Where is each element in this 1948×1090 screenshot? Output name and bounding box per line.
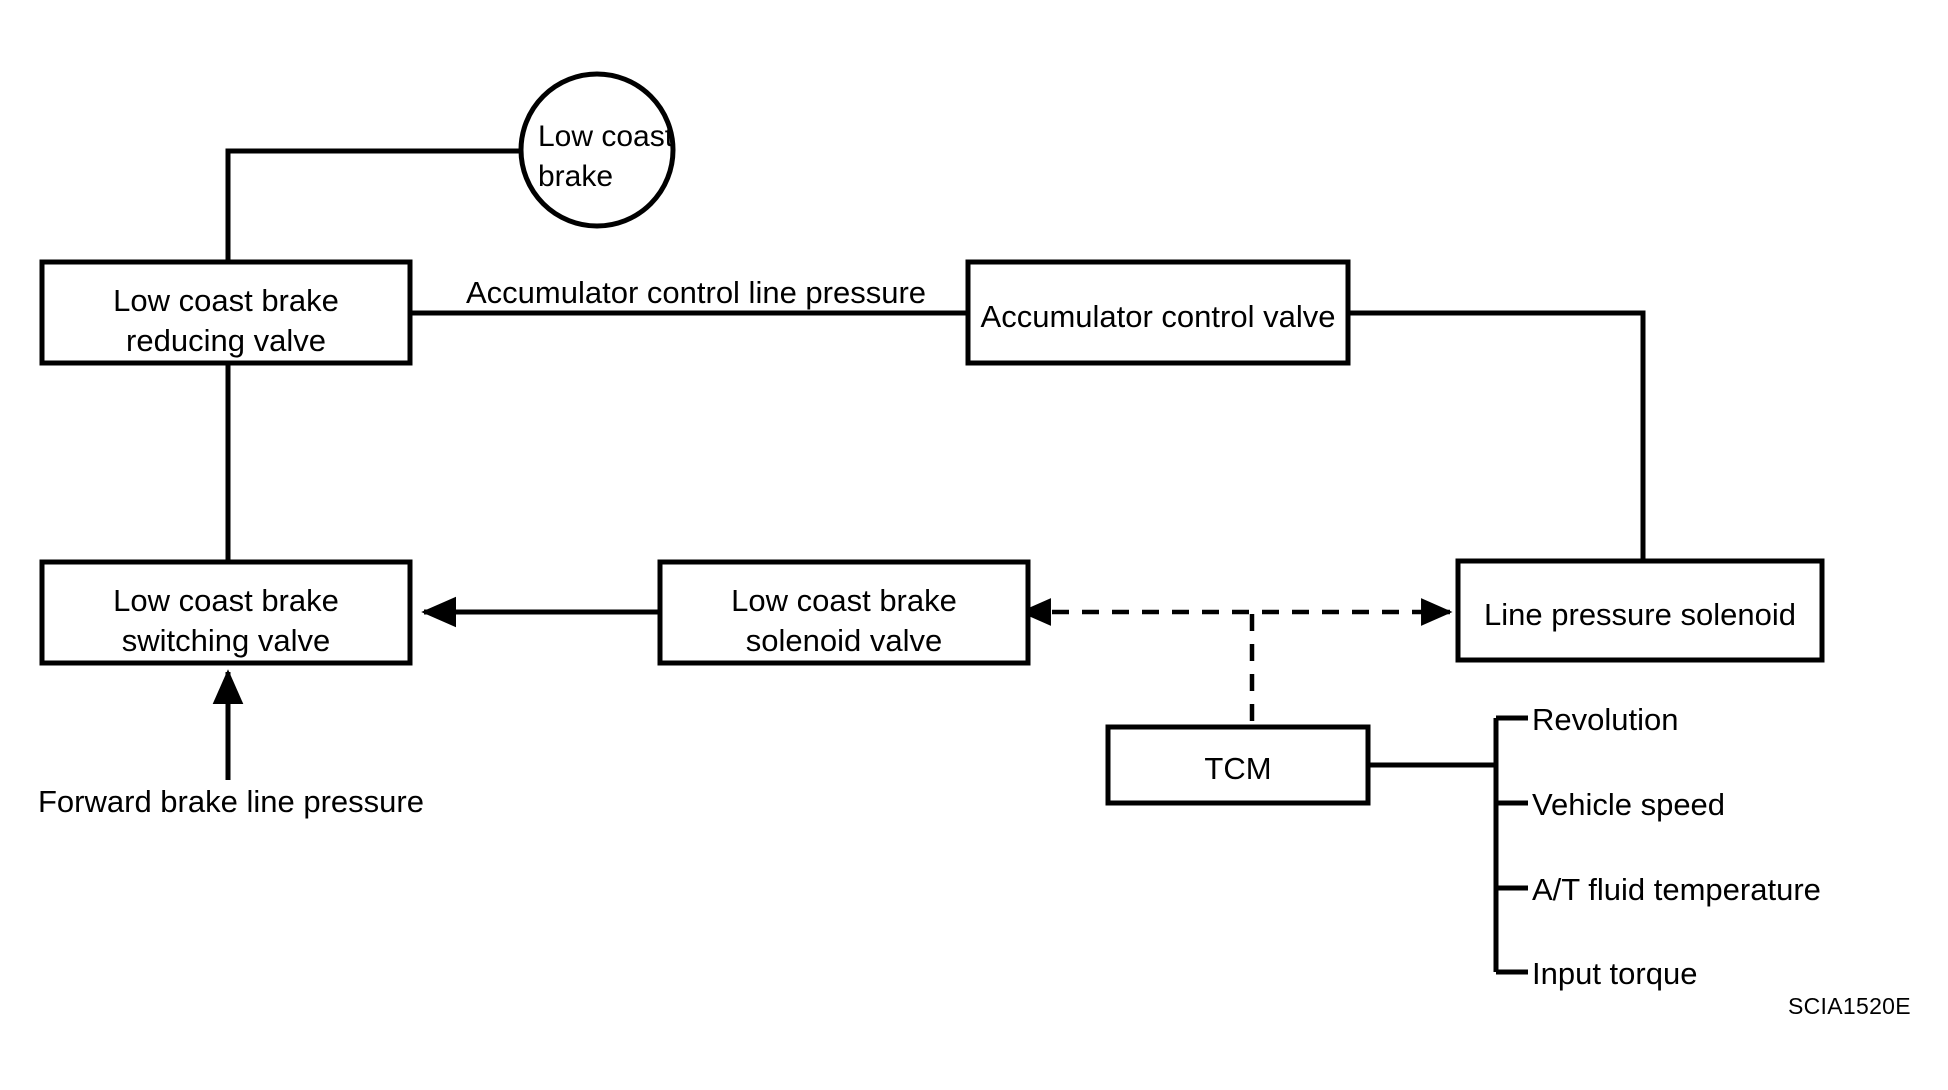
tcm-input-input-torque: Input torque <box>1532 956 1698 991</box>
connector-brake-to-reducing-valve <box>225 148 521 263</box>
figure-code: SCIA1520E <box>1788 993 1911 1019</box>
node-low-coast-brake-solenoid-valve-shape[interactable] <box>657 559 1031 666</box>
node-low-coast-brake-shape[interactable] <box>518 71 676 229</box>
edge-label-accumulator-control-line-pressure: Accumulator control line pressure <box>466 275 927 310</box>
node-tcm-shape[interactable] <box>1105 724 1371 806</box>
node-accumulator-control-valve-shape[interactable] <box>965 259 1351 366</box>
edge-label-forward-brake-line-pressure: Forward brake line pressure <box>38 784 424 819</box>
connector-tcm-to-inputs <box>1368 715 1528 975</box>
tcm-input-revolution: Revolution <box>1532 702 1679 737</box>
connector-tcm-signal-bus <box>1019 598 1453 727</box>
tcm-input-at-fluid-temperature: A/T fluid temperature <box>1532 872 1821 907</box>
node-line-pressure-solenoid-shape[interactable] <box>1455 558 1825 663</box>
connector-accumulator-valve-to-line-pressure-solenoid <box>1348 310 1646 561</box>
node-low-coast-brake-switching-valve-shape[interactable] <box>39 559 413 666</box>
node-low-coast-brake-label: Low coast brake <box>538 120 674 193</box>
tcm-input-vehicle-speed: Vehicle speed <box>1532 787 1726 822</box>
node-low-coast-brake-reducing-valve-shape[interactable] <box>39 259 413 366</box>
